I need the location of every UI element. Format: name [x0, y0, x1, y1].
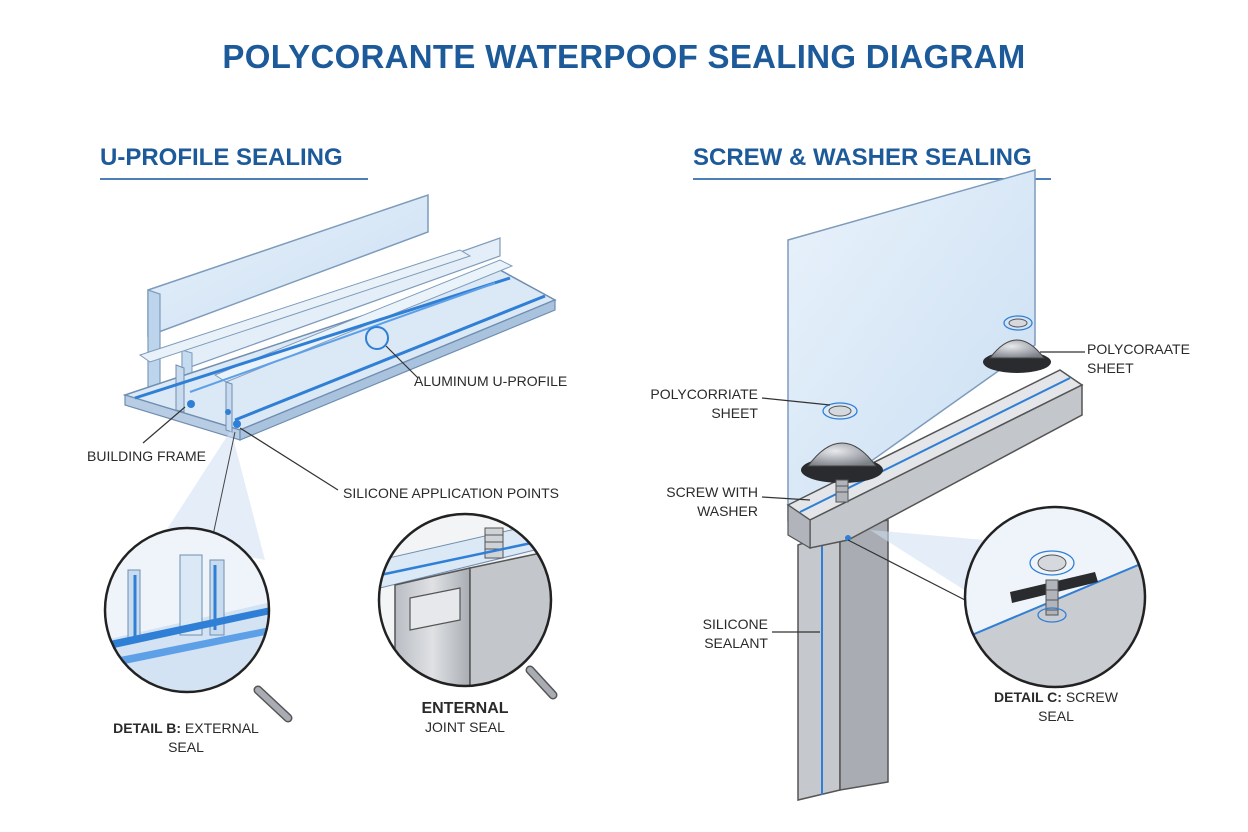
polycorriate-sheet-label: POLYCORRIATE SHEET	[640, 385, 758, 423]
enternal-line2: JOINT SEAL	[425, 719, 505, 735]
diagram-title: POLYCORANTE WATERPOOF SEALING DIAGRAM	[222, 38, 1026, 75]
u-profile-illustration	[122, 193, 557, 560]
aluminum-u-profile-label: ALUMINUM U-PROFILE	[414, 373, 568, 389]
silicone-sealant-label: SILICONE SEALANT	[680, 615, 768, 653]
detail-b-illustration	[103, 526, 293, 723]
silicone-line1: SILICONE	[702, 616, 768, 632]
silicone-line2: SEALANT	[704, 635, 768, 651]
screw-line2: WASHER	[697, 503, 758, 519]
enternal-caption: ENTERNAL JOINT SEAL	[400, 699, 530, 737]
detail-c-illustration	[963, 505, 1147, 689]
sheet-left-line1: POLYCORRIATE	[650, 386, 758, 402]
screw-washer-heading: SCREW & WASHER SEALING	[693, 144, 1051, 180]
enternal-joint-illustration	[377, 512, 558, 700]
detail-b-caption: DETAIL B: EXTERNAL SEAL	[96, 719, 276, 757]
polycoraate-sheet-label: POLYCORAATE SHEET	[1087, 340, 1190, 378]
detail-c-rest: SCREW	[1061, 689, 1118, 705]
detail-b-rest: EXTERNAL	[181, 720, 259, 736]
detail-c-line2: SEAL	[1038, 708, 1074, 724]
building-frame-label: BUILDING FRAME	[87, 448, 207, 464]
silicone-points-label: SILICONE APPLICATION POINTS	[343, 485, 560, 501]
screw-line1: SCREW WITH	[666, 484, 758, 500]
detail-b-line2: SEAL	[168, 739, 204, 755]
sheet-right-line1: POLYCORAATE	[1087, 341, 1190, 357]
u-profile-heading: U-PROFILE SEALING	[100, 144, 368, 180]
sheet-right-line2: SHEET	[1087, 360, 1134, 376]
screw-with-washer-label: SCREW WITH WASHER	[650, 483, 758, 521]
sheet-left-line2: SHEET	[711, 405, 758, 421]
detail-b-bold: DETAIL B:	[113, 720, 182, 736]
detail-c-bold: DETAIL C:	[994, 689, 1062, 705]
detail-c-caption: DETAIL C: SCREW SEAL	[966, 688, 1146, 726]
enternal-line1: ENTERNAL	[421, 700, 509, 717]
screw-washer-illustration	[761, 169, 1085, 801]
